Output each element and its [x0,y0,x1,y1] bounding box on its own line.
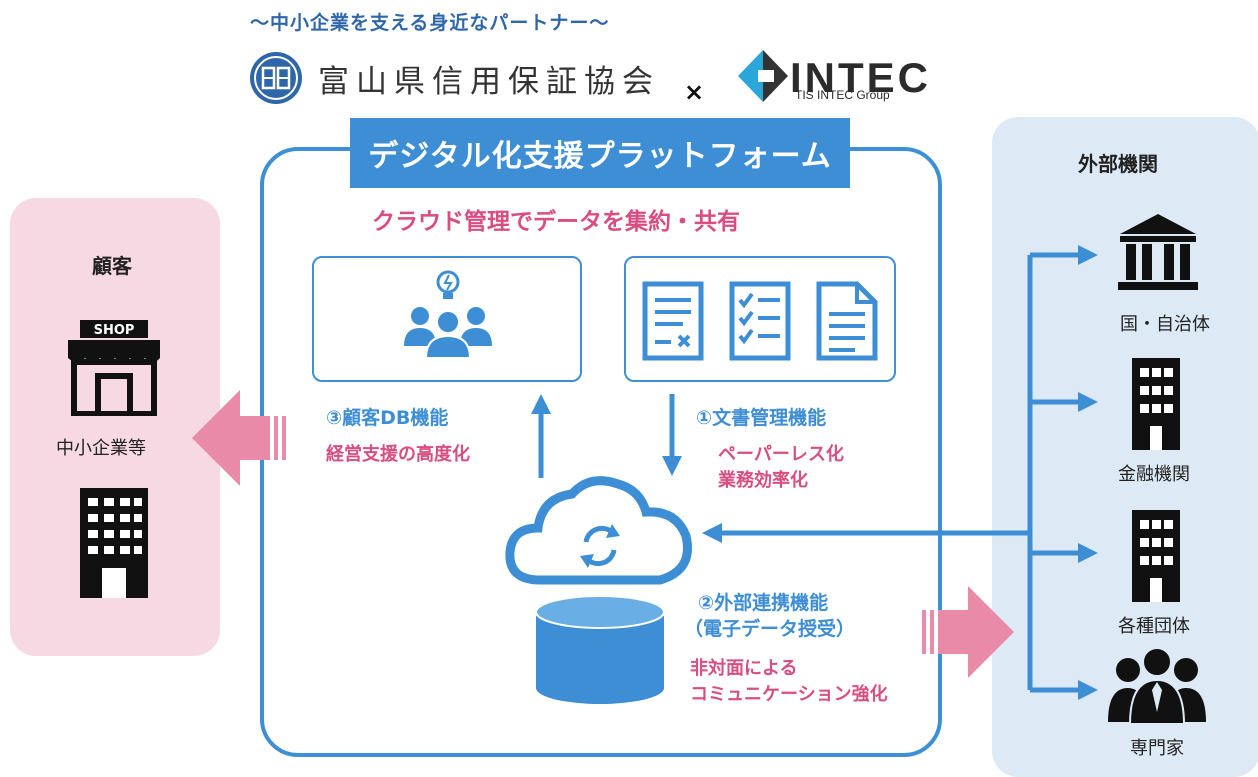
function3-line1: 経営支援の高度化 [326,444,470,465]
intec-logo-icon [738,48,788,104]
association-building-icon [1130,508,1182,604]
partner-subtitle: TIS INTEC Group [795,88,890,102]
office-building-icon [78,486,150,600]
database-icon [530,594,670,706]
to-external-arrow [920,584,1016,680]
to-customer-arrow [190,388,290,488]
customer-label: 中小企業等 [56,438,146,459]
platform-title: デジタル化支援プラットフォーム [350,118,850,188]
times-sign: × [684,78,705,106]
function1-line2: 業務効率化 [718,470,808,491]
platform-subtitle: クラウド管理でデータを集約・共有 [372,209,740,235]
function2-sub: （電子データ授受） [684,618,856,640]
org-seal-icon [248,50,304,106]
external-item-2: 金融機関 [1118,464,1190,485]
org-name: 富山県信用保証協会 [318,64,660,100]
function1-title: ①文書管理機能 [696,407,827,429]
function2-line2: コミュニケーション強化 [690,684,888,705]
function1-line1: ペーパーレス化 [718,444,844,465]
professionals-group-icon [1106,646,1208,725]
svg-text:SHOP: SHOP [94,323,135,338]
team-idea-icon [400,268,496,362]
function3-title: ③顧客DB機能 [326,407,449,429]
shop-icon: SHOP [64,318,164,417]
partner-name: INTEC [790,54,931,101]
external-title: 外部機関 [1078,152,1158,176]
checklist-document-icon [728,280,792,362]
customer-title: 顧客 [92,254,132,278]
function2-title: ②外部連携機能 [698,592,829,614]
tagline: 〜中小企業を支える身近なパートナー〜 [250,12,610,34]
external-item-4: 専門家 [1130,738,1184,759]
external-item-3: 各種団体 [1118,616,1190,637]
external-item-1: 国・自治体 [1120,314,1210,335]
contract-document-icon [641,280,705,362]
text-document-icon [815,280,879,362]
cloud-sync-icon [500,470,700,588]
finance-building-icon [1130,356,1182,452]
function2-line1: 非対面による [690,658,798,679]
government-building-icon [1116,212,1200,292]
